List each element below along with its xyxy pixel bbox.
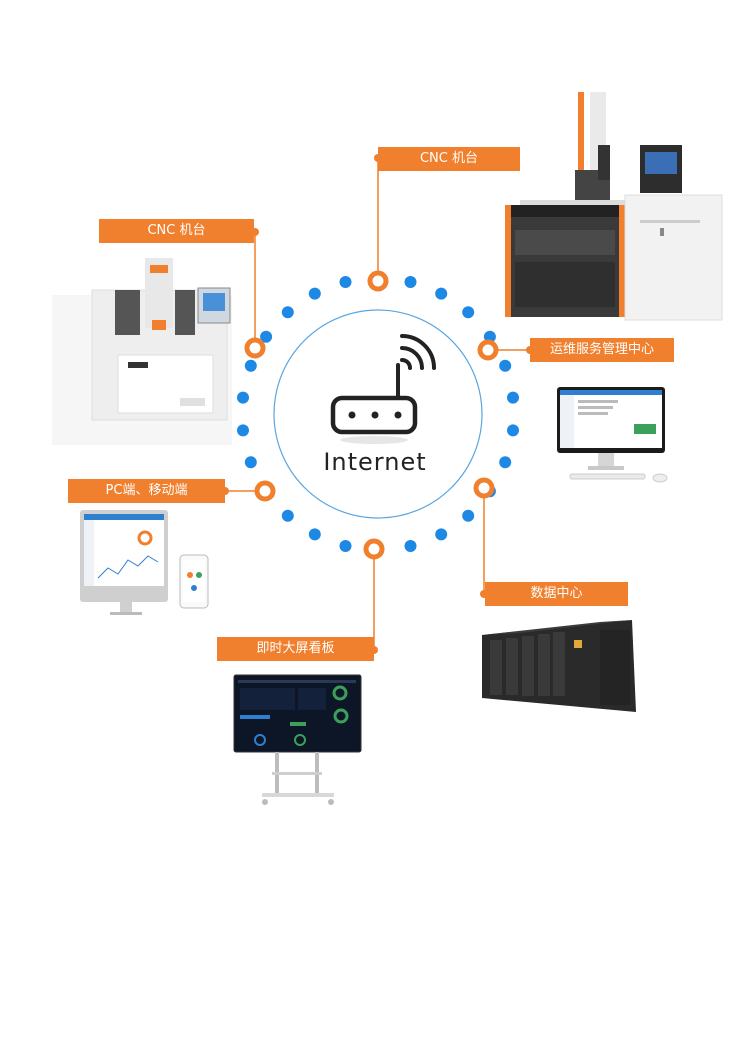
label-big-screen: 即时大屏看板 — [217, 637, 374, 661]
label-ops-center: 运维服务管理中心 — [530, 338, 674, 362]
node-data-center — [473, 477, 495, 499]
ring-dot — [507, 424, 519, 437]
ring-dot — [435, 287, 448, 300]
ring-dot — [281, 509, 294, 522]
ring-dot — [281, 306, 294, 319]
label-data-center: 数据中心 — [485, 582, 628, 606]
cnc-machine-left-image — [52, 258, 232, 445]
ring-dot — [339, 276, 352, 288]
node-pc-mobile — [254, 480, 276, 502]
connector-lines — [225, 158, 530, 650]
ring-dot — [499, 359, 512, 372]
ring-dot — [462, 306, 475, 319]
node-big-screen — [363, 538, 385, 560]
ring-dot — [308, 287, 321, 300]
ring-dot — [499, 456, 512, 469]
ring-dot — [244, 359, 257, 372]
node-ops-center — [477, 339, 499, 361]
ring-dot — [237, 391, 249, 404]
ring-dot — [308, 528, 321, 541]
big-screen-image — [233, 674, 362, 805]
pc-mobile-image — [80, 510, 209, 615]
ring-dot — [435, 528, 448, 541]
ring-dot — [404, 540, 417, 552]
ring-dot — [404, 276, 417, 288]
node-cnc-top — [367, 270, 389, 292]
ring-dot — [244, 456, 257, 469]
ring-dot — [462, 509, 475, 522]
center-ring — [273, 309, 483, 519]
ops-center-monitor-image — [557, 387, 668, 483]
label-cnc-top: CNC 机台 — [378, 147, 520, 171]
node-cnc-left — [244, 337, 266, 359]
ring-dot — [260, 330, 273, 343]
ring-dot — [237, 424, 249, 437]
ring-dot — [339, 540, 352, 552]
router-icon — [330, 334, 436, 444]
cnc-machine-top-image — [505, 92, 723, 321]
ring-dot — [507, 391, 519, 404]
label-cnc-left: CNC 机台 — [99, 219, 254, 243]
internet-label: Internet — [323, 448, 427, 476]
label-pc-mobile: PC端、移动端 — [68, 479, 225, 503]
data-center-image — [482, 620, 636, 712]
